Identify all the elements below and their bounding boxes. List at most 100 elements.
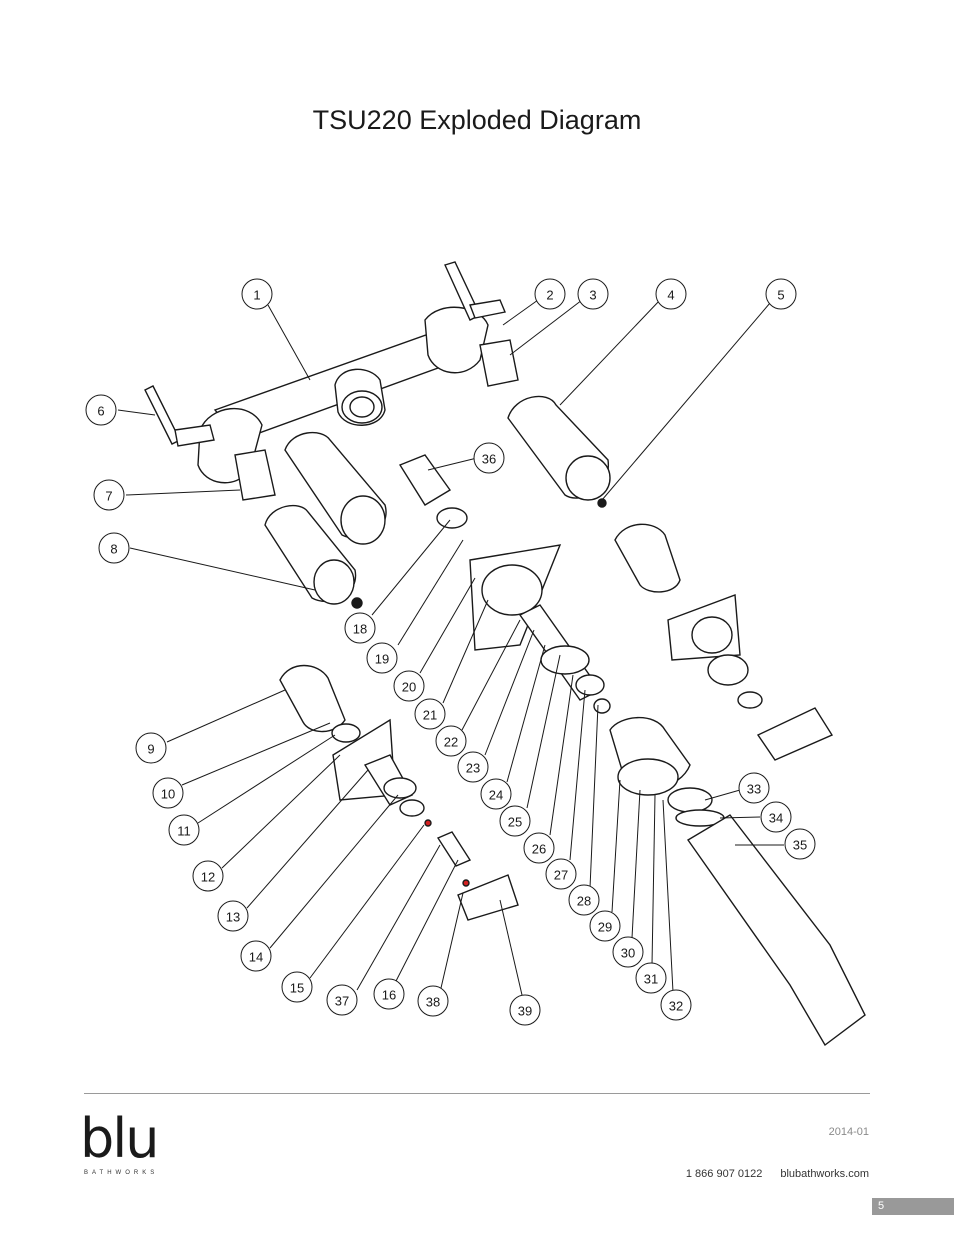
callout-label: 16 bbox=[382, 988, 396, 1003]
callout-label: 39 bbox=[518, 1004, 532, 1019]
mounting-bracket-top bbox=[469, 299, 506, 319]
handle-left-lever bbox=[457, 874, 519, 921]
callout-37: 37 bbox=[326, 984, 358, 1016]
callout-circle bbox=[784, 828, 816, 860]
callout-27: 27 bbox=[545, 858, 577, 890]
handle-right-sleeve bbox=[614, 523, 681, 593]
callout-circle bbox=[417, 985, 449, 1017]
callout-circle bbox=[98, 532, 130, 564]
brand-logo: blu BATHWORKS bbox=[80, 1112, 160, 1177]
callout-label: 14 bbox=[249, 950, 263, 965]
callout-label: 18 bbox=[353, 622, 367, 637]
callout-label: 29 bbox=[598, 920, 612, 935]
page-title: TSU220 Exploded Diagram bbox=[312, 105, 642, 135]
anchor-screw-left bbox=[144, 385, 181, 445]
callout-label: 15 bbox=[290, 981, 304, 996]
callout-label: 24 bbox=[489, 788, 503, 803]
phone-number: 1 866 907 0122 bbox=[685, 1168, 763, 1180]
callout-label: 8 bbox=[110, 542, 117, 557]
callout-circle bbox=[480, 778, 512, 810]
callout-label: 30 bbox=[621, 946, 635, 961]
callout-label: 10 bbox=[161, 787, 175, 802]
callout-circle bbox=[738, 772, 770, 804]
callout-label: 26 bbox=[532, 842, 546, 857]
callout-circle bbox=[135, 732, 167, 764]
callout-label: 35 bbox=[793, 838, 807, 853]
callout-label: 22 bbox=[444, 735, 458, 750]
callout-circle bbox=[366, 642, 398, 674]
callout-circle bbox=[326, 984, 358, 1016]
callout-3: 3 bbox=[577, 278, 609, 310]
callout-label: 12 bbox=[201, 870, 215, 885]
callout-label: 1 bbox=[253, 288, 260, 303]
callout-label: 27 bbox=[554, 868, 568, 883]
callout-38: 38 bbox=[417, 985, 449, 1017]
spout bbox=[686, 814, 866, 1047]
callout-label: 37 bbox=[335, 994, 349, 1009]
set-screw-red bbox=[424, 819, 432, 827]
callout-circle bbox=[457, 751, 489, 783]
bushing-36 bbox=[398, 454, 452, 506]
callout-circle bbox=[523, 832, 555, 864]
callout-28: 28 bbox=[568, 884, 600, 916]
callout-18: 18 bbox=[344, 612, 376, 644]
revision-date: 2014-01 bbox=[828, 1126, 869, 1138]
callout-circle bbox=[344, 612, 376, 644]
callout-label: 28 bbox=[577, 894, 591, 909]
callout-13: 13 bbox=[217, 900, 249, 932]
callout-25: 25 bbox=[499, 805, 531, 837]
callout-circle bbox=[635, 962, 667, 994]
callout-label: 7 bbox=[105, 489, 112, 504]
callout-circle bbox=[192, 860, 224, 892]
callout-circle bbox=[241, 278, 273, 310]
callout-1: 1 bbox=[241, 278, 273, 310]
callout-label: 9 bbox=[147, 742, 154, 757]
callout-6: 6 bbox=[85, 394, 117, 426]
callout-23: 23 bbox=[457, 751, 489, 783]
callout-circle bbox=[568, 884, 600, 916]
callout-label: 31 bbox=[644, 972, 658, 987]
callout-circle bbox=[93, 479, 125, 511]
callout-label: 3 bbox=[589, 288, 596, 303]
callout-label: 34 bbox=[769, 811, 783, 826]
callout-24: 24 bbox=[480, 778, 512, 810]
callout-label: 6 bbox=[97, 404, 104, 419]
callout-circle bbox=[655, 278, 687, 310]
callout-label: 5 bbox=[777, 288, 784, 303]
callout-36: 36 bbox=[473, 442, 505, 474]
callout-circle bbox=[168, 814, 200, 846]
callout-7: 7 bbox=[93, 479, 125, 511]
callout-11: 11 bbox=[168, 814, 200, 846]
callout-20: 20 bbox=[393, 670, 425, 702]
callout-2: 2 bbox=[534, 278, 566, 310]
callout-circle bbox=[281, 971, 313, 1003]
leader-lines bbox=[117, 299, 784, 996]
callout-circle bbox=[509, 994, 541, 1026]
callout-circle bbox=[589, 910, 621, 942]
cartridge-left bbox=[234, 449, 276, 501]
callout-10: 10 bbox=[152, 777, 184, 809]
callout-35: 35 bbox=[784, 828, 816, 860]
callout-circle bbox=[152, 777, 184, 809]
callout-label: 19 bbox=[375, 652, 389, 667]
callout-label: 23 bbox=[466, 761, 480, 776]
handle-left-insert bbox=[436, 831, 472, 867]
callout-4: 4 bbox=[655, 278, 687, 310]
footer-divider bbox=[84, 1093, 870, 1094]
callout-circle bbox=[577, 278, 609, 310]
callout-circle bbox=[534, 278, 566, 310]
callout-circle bbox=[373, 978, 405, 1010]
callout-9: 9 bbox=[135, 732, 167, 764]
callout-label: 20 bbox=[402, 680, 416, 695]
callout-33: 33 bbox=[738, 772, 770, 804]
callout-32: 32 bbox=[660, 989, 692, 1021]
part-drawings bbox=[144, 261, 866, 1047]
callout-circle bbox=[393, 670, 425, 702]
callout-circle bbox=[85, 394, 117, 426]
callout-29: 29 bbox=[589, 910, 621, 942]
callout-label: 33 bbox=[747, 782, 761, 797]
callout-circle bbox=[660, 989, 692, 1021]
callout-circle bbox=[499, 805, 531, 837]
